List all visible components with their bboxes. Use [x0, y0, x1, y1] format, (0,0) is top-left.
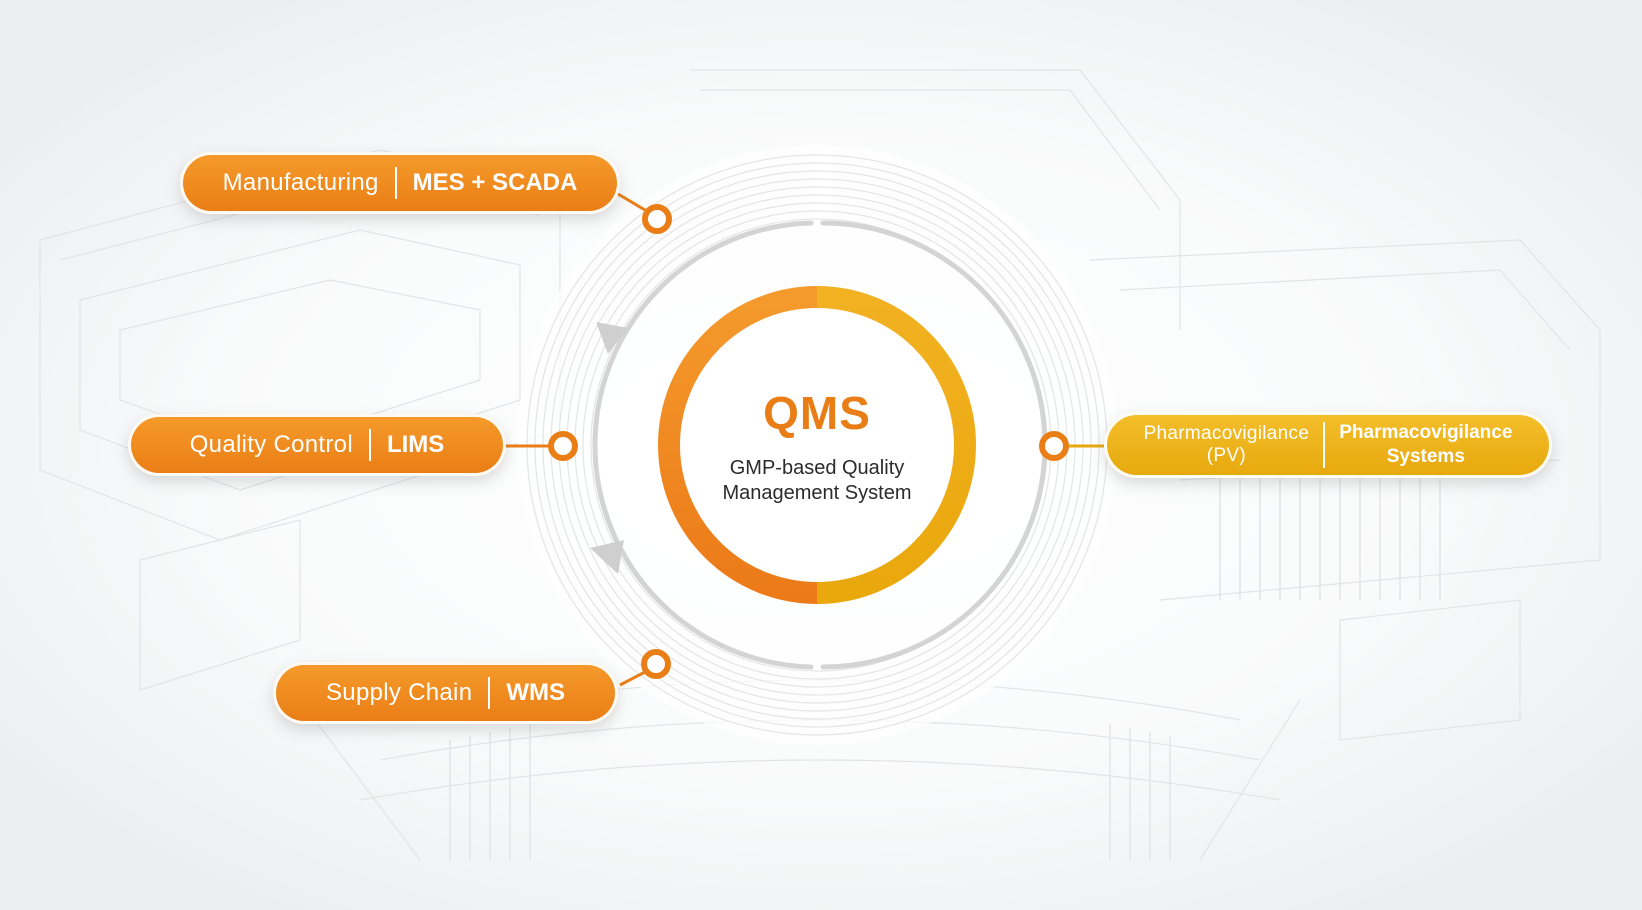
supply-chain-pill: Supply Chain WMS — [273, 662, 618, 724]
supply-chain-area-label: Supply Chain — [325, 679, 473, 706]
connector-quality-control — [505, 431, 578, 461]
pharmacovigilance-system-line1: Pharmacovigilance — [1339, 422, 1513, 443]
node-dot-pharmacovigilance — [1039, 431, 1069, 461]
connector-pharmacovigilance — [1039, 431, 1108, 461]
cycle-arrow-lower-icon — [590, 540, 624, 574]
connector-manufacturing — [617, 192, 672, 234]
manufacturing-system-label: MES + SCADA — [412, 169, 578, 196]
pharmacovigilance-area-line1: Pharmacovigilance — [1143, 423, 1310, 444]
pharmacovigilance-area-line2: (PV) — [1206, 445, 1246, 466]
qms-core-disc — [669, 297, 965, 593]
qms-ring-orange-half — [658, 286, 818, 604]
pharmacovigilance-system-label: Pharmacovigilance Systems — [1339, 421, 1512, 469]
quality-control-system-label: LIMS — [386, 431, 445, 458]
quality-control-pill: Quality Control LIMS — [128, 414, 506, 476]
connector-supply-chain — [619, 649, 671, 687]
supply-chain-system-label: WMS — [506, 679, 565, 706]
quality-control-area-label: Quality Control — [189, 431, 353, 458]
building-columns-decoration — [449, 470, 1441, 860]
qms-subtitle-line1: GMP-based Quality — [729, 457, 905, 479]
pharmacovigilance-pill: Pharmacovigilance (PV) Pharmacovigilance… — [1104, 412, 1552, 478]
pharmacovigilance-divider — [1323, 422, 1326, 468]
node-dot-manufacturing — [642, 204, 672, 234]
cycle-arrow-upper-icon — [596, 322, 628, 354]
cycle-arc-bottom-left — [592, 442, 814, 670]
node-dot-supply-chain — [641, 649, 671, 679]
qms-ring-gold-half — [816, 286, 976, 604]
pharmacovigilance-area-label: Pharmacovigilance (PV) — [1144, 423, 1310, 467]
supply-chain-divider — [488, 677, 491, 709]
manufacturing-area-label: Manufacturing — [222, 169, 379, 196]
quality-control-divider — [368, 429, 371, 461]
qms-title: QMS — [763, 387, 871, 439]
qms-subtitle-line2: Management System — [722, 482, 912, 504]
cycle-arc-top-left — [592, 220, 814, 448]
pharmacovigilance-system-line2: Systems — [1386, 446, 1465, 467]
manufacturing-divider — [394, 167, 397, 199]
manufacturing-pill: Manufacturing MES + SCADA — [180, 152, 620, 214]
node-dot-quality-control — [548, 431, 578, 461]
